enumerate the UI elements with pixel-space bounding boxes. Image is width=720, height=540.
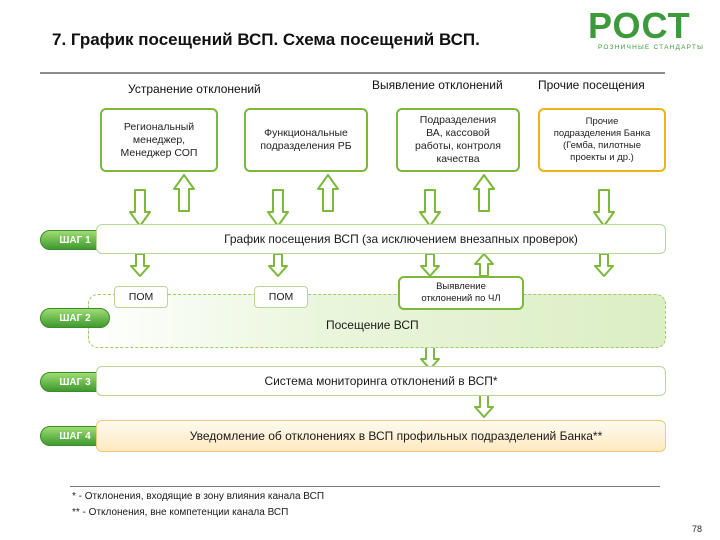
arrow-other-to-visit bbox=[594, 253, 614, 277]
footnote-1: * - Отклонения, входящие в зону влияния … bbox=[72, 491, 325, 502]
monitoring-bar: Система мониторинга отклонений в ВСП* bbox=[96, 366, 666, 396]
footnote-2: ** - Отклонения, вне компетенции канала … bbox=[72, 507, 289, 518]
logo-word: РОСТ bbox=[588, 5, 691, 46]
logo-subtitle: РОЗНИЧНЫЕ СТАНДАРТЫ bbox=[598, 44, 705, 51]
detection-by-personnel-box: Выявление отклонений по ЧЛ bbox=[398, 276, 524, 310]
page-number: 78 bbox=[692, 524, 703, 534]
slide-title: 7. График посещений ВСП. Схема посещений… bbox=[52, 30, 480, 49]
arrow-schedule-to-functional bbox=[317, 174, 339, 212]
arrow-schedule-to-quality bbox=[473, 174, 495, 212]
arrow-schedule-to-regional bbox=[173, 174, 195, 212]
footnote-rule bbox=[70, 486, 660, 487]
arrow-schedule-to-detection bbox=[420, 253, 440, 277]
rost-logo: РОСТ РОЗНИЧНЫЕ СТАНДАРТЫ bbox=[588, 6, 714, 54]
visit-band bbox=[88, 294, 666, 348]
notification-bar-label: Уведомление об отклонениях в ВСП профиль… bbox=[189, 429, 603, 443]
source-other-bank-units-label: Прочие подразделения Банка (Гемба, пилот… bbox=[553, 116, 651, 163]
source-functional-units: Функциональные подразделения РБ bbox=[244, 108, 368, 172]
schedule-bar-label: График посещения ВСП (за исключением вне… bbox=[224, 232, 578, 246]
notification-bar: Уведомление об отклонениях в ВСП профиль… bbox=[96, 420, 666, 452]
monitoring-bar-label: Система мониторинга отклонений в ВСП* bbox=[264, 374, 498, 388]
source-quality-control-units: Подразделения ВА, кассовой работы, контр… bbox=[396, 108, 520, 172]
arrow-monitoring-to-notification bbox=[474, 394, 494, 418]
source-quality-control-units-label: Подразделения ВА, кассовой работы, контр… bbox=[415, 114, 501, 165]
source-other-bank-units: Прочие подразделения Банка (Гемба, пилот… bbox=[538, 108, 666, 172]
source-functional-units-label: Функциональные подразделения РБ bbox=[260, 127, 352, 152]
arrow-quality-to-schedule bbox=[419, 189, 441, 227]
arrow-functional-to-schedule bbox=[267, 189, 289, 227]
header-rule bbox=[40, 72, 665, 74]
pom-box-2: ПОМ bbox=[254, 286, 308, 308]
visit-label: Посещение ВСП bbox=[326, 318, 419, 332]
source-regional-manager: Региональный менеджер, Менеджер СОП bbox=[100, 108, 218, 172]
detection-by-personnel-label: Выявление отклонений по ЧЛ bbox=[421, 281, 501, 304]
pom-box-1: ПОМ bbox=[114, 286, 168, 308]
source-regional-manager-label: Региональный менеджер, Менеджер СОП bbox=[120, 120, 198, 159]
step-2-badge: ШАГ 2 bbox=[40, 308, 110, 328]
arrow-detection-to-schedule bbox=[474, 253, 494, 277]
arrow-other-to-schedule bbox=[593, 189, 615, 227]
arrow-regional-to-schedule bbox=[129, 189, 151, 227]
schedule-bar: График посещения ВСП (за исключением вне… bbox=[96, 224, 666, 254]
category-detection: Выявление отклонений bbox=[372, 78, 503, 92]
category-other: Прочие посещения bbox=[538, 78, 645, 92]
arrow-schedule-to-pom-1 bbox=[130, 253, 150, 277]
arrow-schedule-to-pom-2 bbox=[268, 253, 288, 277]
category-elimination: Устранение отклонений bbox=[128, 82, 261, 96]
